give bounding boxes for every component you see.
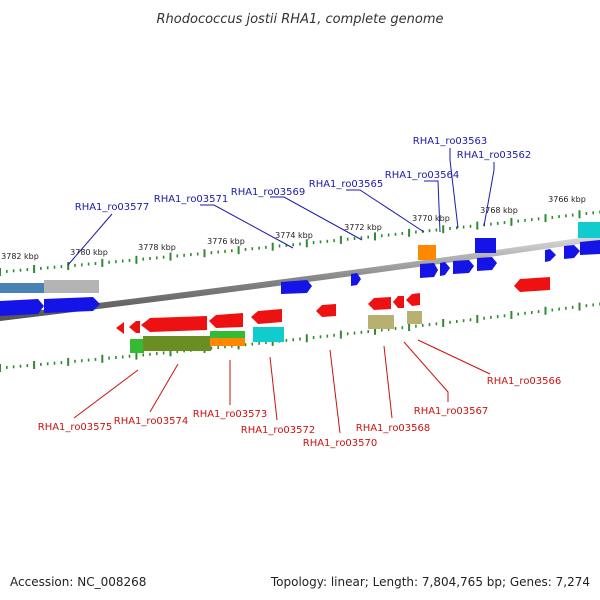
gene-label-ro03563[interactable]: RHA1_ro03563 (413, 136, 488, 147)
gene-arrow[interactable] (351, 273, 361, 286)
gene-arrow[interactable] (129, 321, 140, 333)
gene-label-ro03574[interactable]: RHA1_ro03574 (114, 416, 189, 427)
gene-box[interactable] (44, 280, 99, 293)
kbp-labels: 3782 kbp 3780 kbp 3778 kbp 3776 kbp 3774… (1, 195, 586, 261)
gene-arrow[interactable] (420, 263, 438, 278)
gene-box[interactable] (475, 238, 496, 253)
gene-arrow[interactable] (393, 296, 404, 308)
kbp-label-3768: 3768 kbp (480, 206, 518, 215)
gene-arrow[interactable] (0, 299, 44, 316)
forward-gene-labels: RHA1_ro03577 RHA1_ro03571 RHA1_ro03569 R… (75, 136, 532, 213)
gene-box[interactable] (0, 283, 44, 293)
gene-box[interactable] (253, 327, 284, 342)
gene-label-ro03572[interactable]: RHA1_ro03572 (241, 425, 316, 436)
gene-arrow[interactable] (564, 245, 580, 259)
reverse-scale-track (0, 302, 600, 372)
kbp-label-3766: 3766 kbp (548, 195, 586, 204)
gene-arrow[interactable] (316, 304, 336, 317)
reverse-strand-genes (116, 277, 550, 353)
gene-arrow[interactable] (477, 257, 497, 271)
gene-label-ro03573[interactable]: RHA1_ro03573 (193, 409, 268, 420)
gene-arrow[interactable] (251, 309, 282, 324)
gene-arrow[interactable] (514, 277, 550, 292)
gene-box[interactable] (578, 222, 600, 238)
reverse-gene-labels: RHA1_ro03575 RHA1_ro03574 RHA1_ro03573 R… (38, 376, 562, 449)
gene-label-ro03575[interactable]: RHA1_ro03575 (38, 422, 113, 433)
gene-label-ro03569[interactable]: RHA1_ro03569 (231, 187, 306, 198)
gene-box[interactable] (210, 338, 245, 346)
gene-box[interactable] (130, 339, 144, 353)
gene-arrow[interactable] (281, 280, 312, 294)
accession-text: Accession: NC_008268 (10, 575, 146, 589)
gene-arrow[interactable] (209, 313, 243, 328)
gene-box[interactable] (210, 331, 245, 339)
gene-label-ro03564[interactable]: RHA1_ro03564 (385, 170, 460, 181)
gene-label-ro03566[interactable]: RHA1_ro03566 (487, 376, 562, 387)
gene-arrow[interactable] (440, 262, 450, 276)
map-title: Rhodococcus jostii RHA1, complete genome (157, 12, 444, 27)
gene-label-ro03570[interactable]: RHA1_ro03570 (303, 438, 378, 449)
gene-arrow[interactable] (116, 322, 124, 334)
forward-leader-lines (67, 148, 495, 266)
reverse-leader-lines (73, 339, 491, 434)
kbp-label-3772: 3772 kbp (344, 223, 382, 232)
gene-box[interactable] (418, 245, 436, 260)
gene-label-ro03565[interactable]: RHA1_ro03565 (309, 179, 384, 190)
gene-label-ro03577[interactable]: RHA1_ro03577 (75, 202, 150, 213)
gene-box[interactable] (143, 336, 211, 351)
gene-box[interactable] (368, 315, 394, 329)
kbp-label-3780: 3780 kbp (70, 248, 108, 257)
forward-scale-track (0, 210, 600, 276)
gene-arrow[interactable] (545, 249, 556, 262)
gene-label-ro03567[interactable]: RHA1_ro03567 (414, 406, 489, 417)
topology-summary: Topology: linear; Length: 7,804,765 bp; … (270, 575, 590, 589)
gene-box[interactable] (407, 311, 422, 324)
gene-arrow[interactable] (580, 240, 600, 255)
kbp-label-3782: 3782 kbp (1, 252, 39, 261)
kbp-label-3776: 3776 kbp (207, 237, 245, 246)
gene-arrow[interactable] (44, 297, 100, 313)
gene-arrow[interactable] (453, 260, 474, 274)
gene-arrow[interactable] (141, 316, 207, 332)
kbp-label-3774: 3774 kbp (275, 231, 313, 240)
gene-label-ro03571[interactable]: RHA1_ro03571 (154, 194, 229, 205)
gene-arrow[interactable] (406, 293, 420, 306)
kbp-label-3770: 3770 kbp (412, 214, 450, 223)
forward-strand-genes (0, 222, 600, 316)
gene-arrow[interactable] (368, 297, 391, 310)
kbp-label-3778: 3778 kbp (138, 243, 176, 252)
gene-label-ro03568[interactable]: RHA1_ro03568 (356, 423, 431, 434)
gene-label-ro03562[interactable]: RHA1_ro03562 (457, 150, 532, 161)
